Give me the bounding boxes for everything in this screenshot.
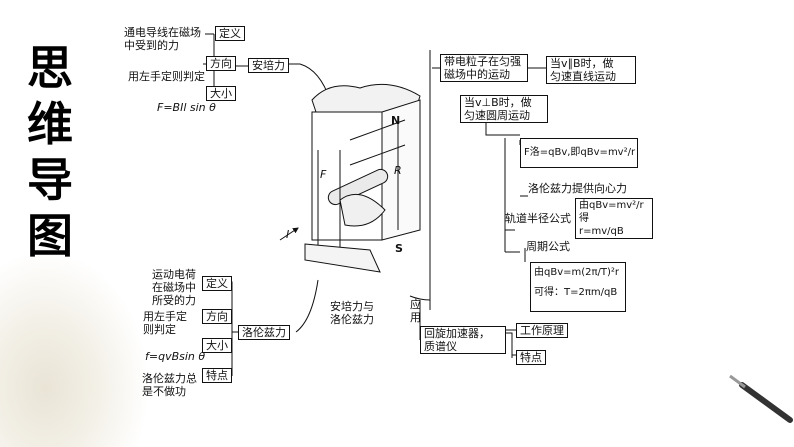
lorentz-feature-tag: 特点 xyxy=(202,368,232,383)
ampere-formula: F=BIl sin θ xyxy=(157,101,216,114)
side-title-char: 导 xyxy=(27,153,73,207)
side-title-char: 图 xyxy=(27,209,73,263)
particle-motion-node: 带电粒子在匀强 磁场中的运动 xyxy=(440,54,528,82)
lorentz-force-equation: F洛=qBv,即qBv=mv²/r xyxy=(520,138,638,168)
ampere-direction-text: 用左手定则判定 xyxy=(128,70,205,83)
pole-label-n: N xyxy=(391,114,401,127)
period-formula-label: 周期公式 xyxy=(526,240,570,253)
period-formula-box: 由qBv=m(2π/T)²r 可得：T=2πm/qB xyxy=(530,262,626,312)
working-principle-box: 工作原理 xyxy=(516,323,568,338)
radius-formula-label: 轨道半径公式 xyxy=(505,212,571,225)
ampere-node: 安培力 xyxy=(248,58,289,73)
ampere-magnitude-tag: 大小 xyxy=(206,86,236,101)
brush-decoration xyxy=(729,374,793,423)
ampere-direction-tag: 方向 xyxy=(206,56,236,71)
ampere-definition-text: 通电导线在磁场 中受到的力 xyxy=(124,26,201,52)
ampere-definition-tag: 定义 xyxy=(215,26,245,41)
application-label: 应 用 xyxy=(410,298,421,324)
application-node: 回旋加速器， 质谱仪 xyxy=(420,326,506,354)
application-feature-box: 特点 xyxy=(516,350,546,365)
pole-label-s: S xyxy=(395,242,403,255)
side-title-char: 思 xyxy=(27,41,73,95)
lorentz-direction-text: 用左手定 则判定 xyxy=(143,310,187,336)
side-title: 思 维 导 图 xyxy=(20,40,80,264)
lorentz-definition-text: 运动电荷 在磁场中 所受的力 xyxy=(152,268,196,307)
perpendicular-motion-box: 当v⊥B时，做 匀速圆周运动 xyxy=(460,95,548,123)
lorentz-formula: f=qvBsin θ xyxy=(145,350,206,363)
side-title-char: 维 xyxy=(27,97,73,151)
lorentz-magnitude-tag: 大小 xyxy=(202,338,232,353)
label-r: R xyxy=(394,164,402,177)
force-label-f: F xyxy=(320,168,327,181)
parallel-motion-box: 当v∥B时，做 匀速直线运动 xyxy=(546,56,636,84)
current-label-i: I xyxy=(286,228,290,241)
center-caption: 安培力与 洛伦兹力 xyxy=(330,300,374,326)
lorentz-node: 洛伦兹力 xyxy=(238,325,290,340)
lorentz-direction-tag: 方向 xyxy=(202,309,232,324)
decorative-wash xyxy=(0,250,150,447)
centripetal-label: 洛伦兹力提供向心力 xyxy=(528,182,627,195)
lorentz-definition-tag: 定义 xyxy=(202,276,232,291)
lorentz-feature-text: 洛伦兹力总 是不做功 xyxy=(142,372,197,398)
radius-formula-box: 由qBv=mv²/r得 r=mv/qB xyxy=(575,198,653,239)
